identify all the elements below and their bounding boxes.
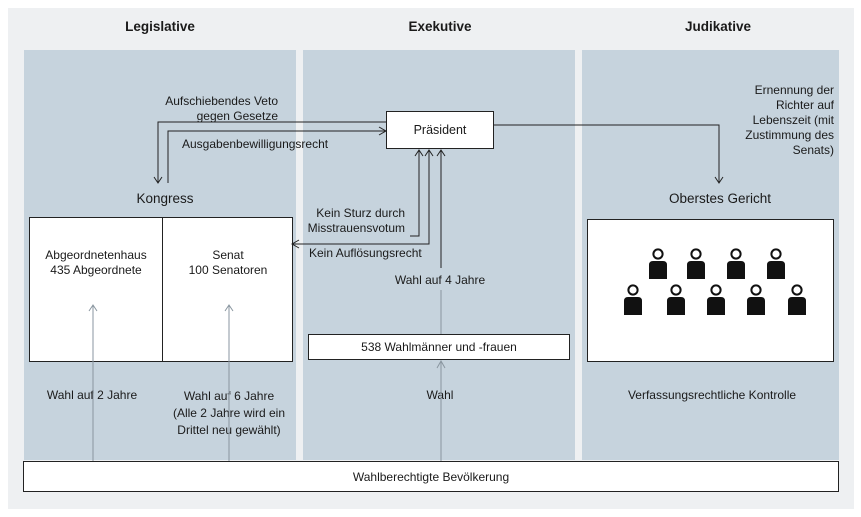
judge-icon xyxy=(788,284,806,315)
judge-icon xyxy=(649,248,667,279)
judge-icon xyxy=(707,284,725,315)
electors-box: 538 Wahlmänner und -frauen xyxy=(308,334,570,360)
judge-icon xyxy=(727,248,745,279)
electorate-label: Wahlberechtigte Bevölkerung xyxy=(352,470,510,484)
judge-icon xyxy=(624,284,642,315)
budget-right-label: Ausgabenbewilligungsrecht xyxy=(182,137,329,151)
senate-election-label: Wahl auf 6 Jahre (Alle 2 Jahre wird ein … xyxy=(172,389,286,437)
control-label: Verfassungsrechtliche Kontrolle xyxy=(627,388,797,402)
congress-label: Kongress xyxy=(136,191,194,206)
house-election-label: Wahl auf 2 Jahre xyxy=(46,388,138,402)
court-label: Oberstes Gericht xyxy=(668,191,772,206)
senate-label: Senat 100 Senatoren xyxy=(188,248,268,277)
judges-svg xyxy=(624,248,806,315)
election-label: Wahl xyxy=(426,388,454,402)
congress-box: Abgeordnetenhaus 435 Abgeordnete Senat 1… xyxy=(29,217,293,362)
term-label: Wahl auf 4 Jahre xyxy=(394,273,486,287)
congress-divider xyxy=(162,218,164,361)
no-overthrow-label: Kein Sturz durch Misstrauensvotum xyxy=(307,206,405,235)
header-executive: Exekutive xyxy=(408,19,472,34)
president-label: Präsident xyxy=(413,123,467,137)
judge-icon xyxy=(687,248,705,279)
no-dissolution-label: Kein Auflösungsrecht xyxy=(309,246,422,260)
header-judicial: Judikative xyxy=(684,19,752,34)
electors-label: 538 Wahlmänner und -frauen xyxy=(361,340,517,354)
judge-icon xyxy=(767,248,785,279)
court-box xyxy=(587,219,834,362)
judges-group xyxy=(588,220,833,361)
president-box: Präsident xyxy=(386,111,494,149)
electorate-box: Wahlberechtigte Bevölkerung xyxy=(23,461,839,492)
veto-label: Aufschiebendes Veto gegen Gesetze xyxy=(165,94,278,123)
judge-icon xyxy=(747,284,765,315)
appointment-label: Ernennung der Richter auf Lebenszeit (mi… xyxy=(745,83,834,157)
header-legislative: Legislative xyxy=(125,19,195,34)
judge-icon xyxy=(667,284,685,315)
house-label: Abgeordnetenhaus 435 Abgeordnete xyxy=(45,248,147,277)
